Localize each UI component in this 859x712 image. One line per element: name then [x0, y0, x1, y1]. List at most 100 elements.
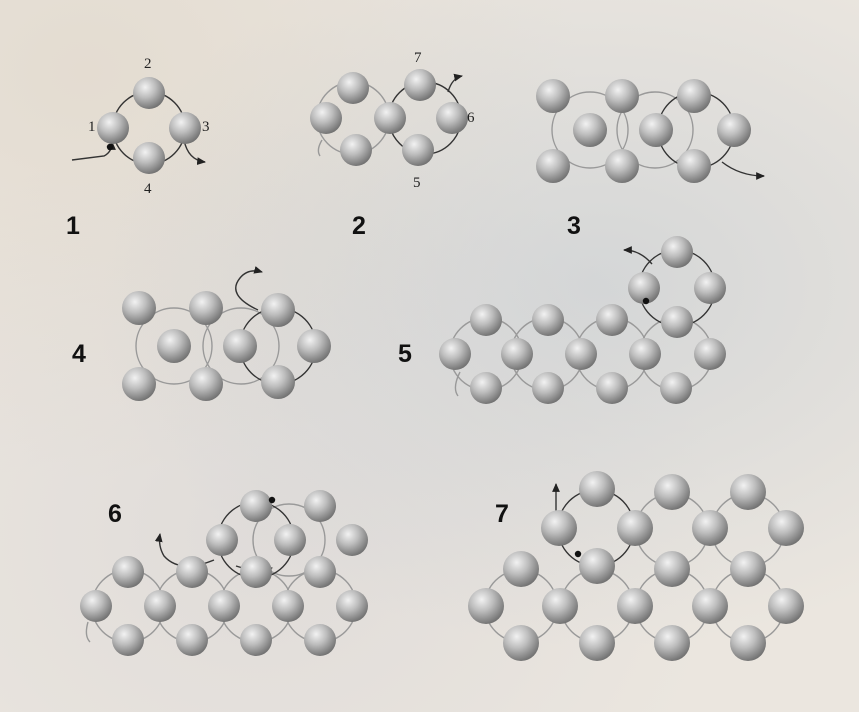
step-number-label: 3: [567, 212, 581, 240]
bead: [439, 338, 471, 370]
bead: [208, 590, 240, 622]
bead: [310, 102, 342, 134]
bead: [470, 372, 502, 404]
step-7-diagram: [468, 471, 804, 661]
bead: [596, 304, 628, 336]
bead: [768, 588, 804, 624]
step-number-label: 6: [108, 500, 122, 528]
bead-number-label: 1: [88, 119, 96, 135]
bead: [694, 272, 726, 304]
bead-number-label: 2: [144, 56, 152, 72]
bead: [340, 134, 372, 166]
bead: [717, 113, 751, 147]
bead: [677, 79, 711, 113]
bead: [596, 372, 628, 404]
bead: [541, 510, 577, 546]
bead: [639, 113, 673, 147]
bead: [503, 625, 539, 661]
bead: [144, 590, 176, 622]
bead: [532, 372, 564, 404]
bead-number-label: 4: [144, 181, 152, 197]
bead: [468, 588, 504, 624]
bead: [274, 524, 306, 556]
bead: [176, 556, 208, 588]
bead: [617, 588, 653, 624]
bead: [402, 134, 434, 166]
bead: [660, 372, 692, 404]
step-4-thread: [136, 271, 316, 384]
bead: [223, 329, 257, 363]
bead: [470, 304, 502, 336]
bead: [112, 556, 144, 588]
thread-start-dot: [575, 551, 581, 557]
bead: [579, 471, 615, 507]
bead: [97, 112, 129, 144]
bead: [501, 338, 533, 370]
step-5-diagram: [439, 236, 726, 404]
bead: [503, 551, 539, 587]
thread-start-dot: [643, 298, 649, 304]
bead: [133, 77, 165, 109]
bead: [654, 551, 690, 587]
thread-start-dot: [107, 144, 113, 150]
bead-number-label: 5: [413, 175, 421, 191]
bead: [542, 588, 578, 624]
step-number-label: 7: [495, 500, 509, 528]
bead: [573, 113, 607, 147]
bead: [730, 551, 766, 587]
bead: [261, 293, 295, 327]
step-number-label: 2: [352, 212, 366, 240]
bead: [189, 291, 223, 325]
bead: [565, 338, 597, 370]
thread-start-dot: [269, 497, 275, 503]
bead: [536, 149, 570, 183]
bead: [157, 329, 191, 363]
bead: [337, 72, 369, 104]
bead: [189, 367, 223, 401]
bead: [272, 590, 304, 622]
bead: [579, 625, 615, 661]
bead: [240, 624, 272, 656]
bead: [297, 329, 331, 363]
bead: [80, 590, 112, 622]
bead: [240, 556, 272, 588]
bead: [661, 306, 693, 338]
bead: [654, 474, 690, 510]
bead: [768, 510, 804, 546]
bead: [692, 588, 728, 624]
step-1-diagram: 1 2 3 4: [72, 56, 210, 197]
bead-number-label: 7: [414, 50, 422, 66]
bead: [436, 102, 468, 134]
bead: [336, 590, 368, 622]
bead-number-label: 3: [202, 119, 210, 135]
bead: [122, 367, 156, 401]
bead: [374, 102, 406, 134]
bead: [536, 79, 570, 113]
bead: [206, 524, 238, 556]
bead-number-label: 6: [467, 110, 475, 126]
bead: [629, 338, 661, 370]
bead: [730, 625, 766, 661]
bead: [112, 624, 144, 656]
step-2-diagram: 5 6 7: [310, 50, 475, 191]
step-number-label: 4: [72, 340, 86, 368]
bead: [694, 338, 726, 370]
bead: [579, 548, 615, 584]
bead: [605, 79, 639, 113]
bead: [176, 624, 208, 656]
bead: [661, 236, 693, 268]
bead: [240, 490, 272, 522]
bead: [304, 556, 336, 588]
step-4-diagram: [122, 271, 331, 401]
bead: [304, 624, 336, 656]
bead: [532, 304, 564, 336]
step-6-diagram: [80, 490, 368, 656]
thread-entry: [72, 142, 112, 160]
bead: [169, 112, 201, 144]
bead: [730, 474, 766, 510]
bead: [677, 149, 711, 183]
bead: [692, 510, 728, 546]
bead: [122, 291, 156, 325]
